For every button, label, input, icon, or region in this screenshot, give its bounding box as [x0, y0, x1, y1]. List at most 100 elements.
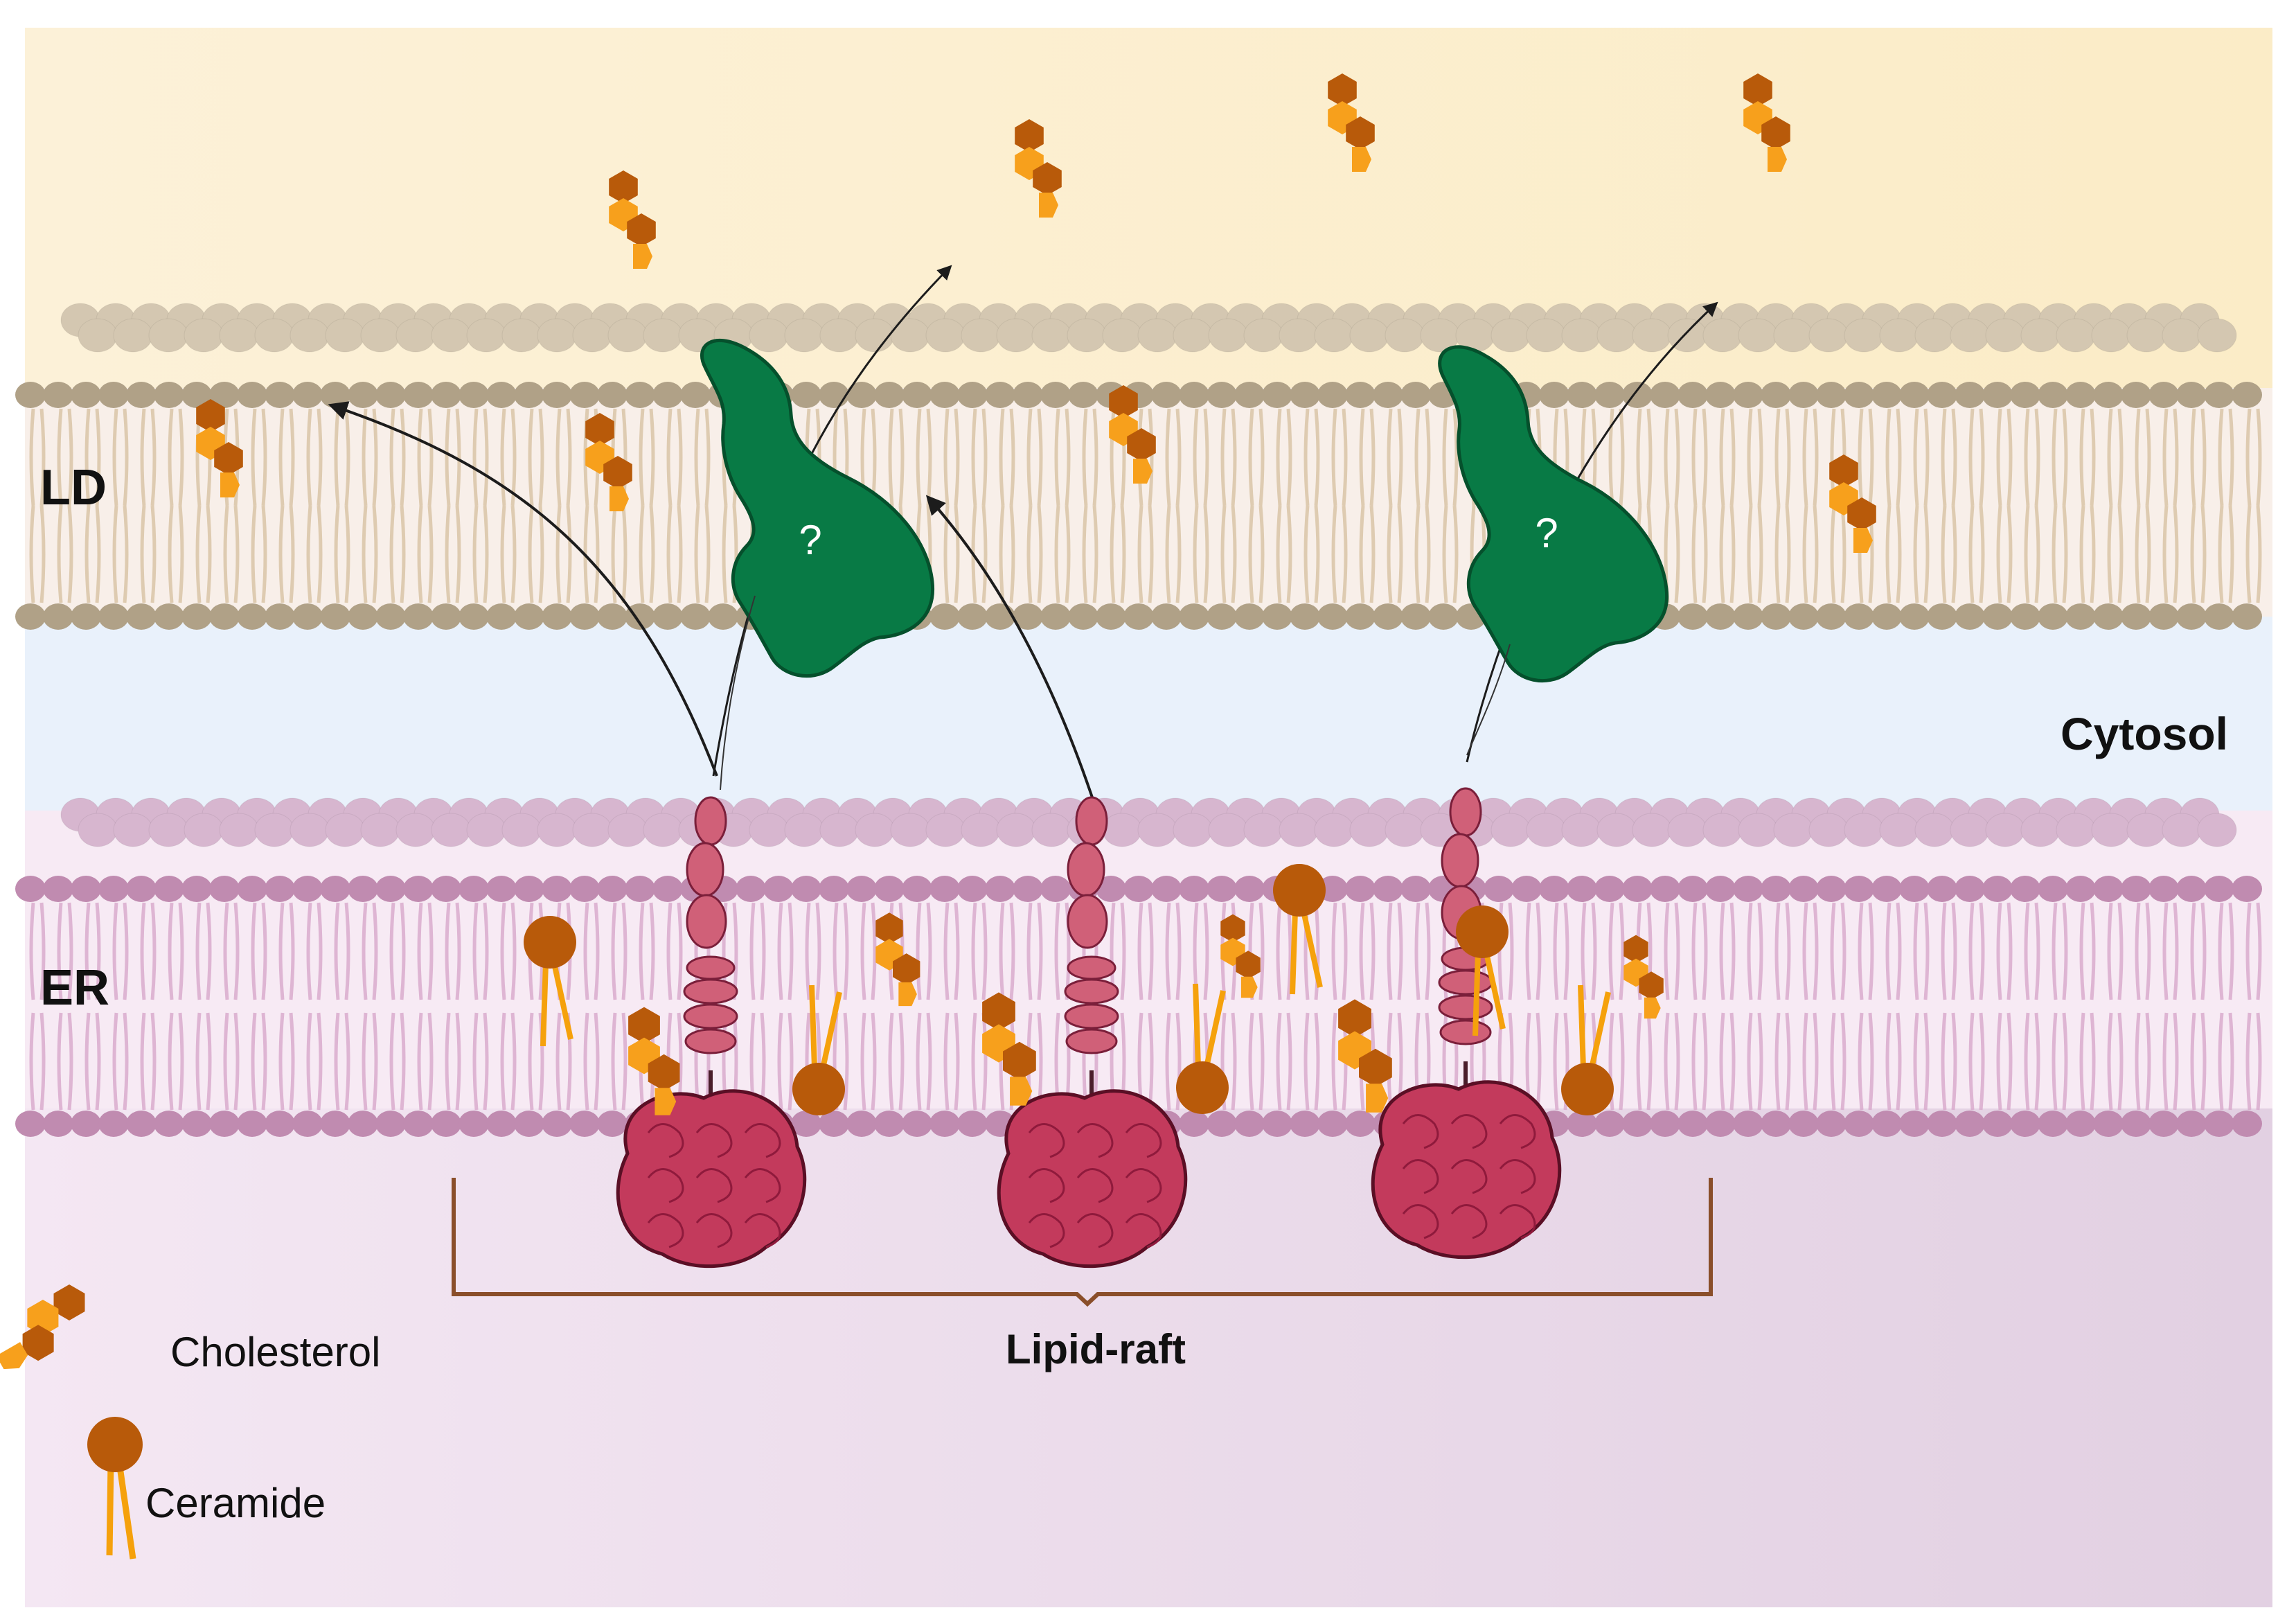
- lipid-raft-label: Lipid-raft: [1006, 1326, 1186, 1372]
- lipid-head: [375, 382, 406, 408]
- receptor-fold: [1450, 1159, 1488, 1194]
- lipid-head: [1844, 603, 1874, 630]
- lipid-head: [154, 876, 184, 902]
- receptor-domain: [1067, 842, 1105, 897]
- receptor-domain: [686, 842, 724, 897]
- lipid-head: [1705, 382, 1736, 408]
- lipid-head: [1650, 876, 1680, 902]
- lipid-head: [1879, 318, 1919, 353]
- lipid-head: [1816, 876, 1846, 902]
- receptor-fold: [1125, 1213, 1162, 1248]
- lipid-head: [43, 382, 73, 408]
- lipid-head: [501, 318, 542, 353]
- cholesterol-ring: [628, 1007, 660, 1044]
- lipid-head: [348, 1111, 378, 1137]
- lipid-head: [1137, 318, 1177, 353]
- lipid-head: [43, 876, 73, 902]
- legend: [0, 1284, 143, 1559]
- lipid-head: [1068, 603, 1098, 630]
- lipid-head: [154, 603, 184, 630]
- receptor-domain: [1067, 894, 1108, 949]
- lipid-head: [459, 876, 489, 902]
- lipid-head: [2232, 876, 2262, 902]
- lipid-head: [514, 876, 544, 902]
- cholesterol-ring: [53, 1284, 85, 1320]
- cholesterol-ring: [1109, 385, 1138, 418]
- receptor-domain: [1438, 994, 1493, 1020]
- lipid-head: [1243, 318, 1283, 353]
- lipid-head: [237, 876, 267, 902]
- receptor: [997, 796, 1188, 1269]
- lipid-head: [902, 1111, 932, 1137]
- lipid-head: [1314, 813, 1354, 847]
- lipid-head: [1914, 813, 1955, 847]
- lipid-head: [348, 876, 378, 902]
- lipid-head: [431, 813, 471, 847]
- lipid-head: [2065, 603, 2096, 630]
- lipid-head: [1031, 318, 1071, 353]
- lipid-head: [1137, 813, 1177, 847]
- lipid-head: [1955, 1111, 1985, 1137]
- lipid-head: [1594, 876, 1625, 902]
- lipid-head: [1013, 603, 1043, 630]
- ceramide-icon: [792, 984, 845, 1115]
- cholesterol-ring: [627, 213, 656, 247]
- lipid-head: [1179, 876, 1209, 902]
- lipid-head: [1373, 382, 1403, 408]
- lipid-head: [148, 813, 188, 847]
- lipid-head: [1040, 603, 1071, 630]
- lipid-head: [15, 603, 46, 630]
- lipid-head: [403, 1111, 434, 1137]
- lipid-head: [1345, 876, 1376, 902]
- lipid-head: [1373, 603, 1403, 630]
- lipid-head: [1808, 813, 1849, 847]
- lipid-head: [1317, 603, 1348, 630]
- ceramide-tail: [1301, 910, 1323, 988]
- lipid-head: [98, 876, 129, 902]
- lipid-head: [184, 813, 224, 847]
- lipid-head: [2121, 382, 2151, 408]
- receptor-domain: [694, 796, 727, 846]
- lipid-head: [1914, 318, 1955, 353]
- lipid-head: [1345, 1111, 1376, 1137]
- lipid-head: [348, 382, 378, 408]
- lipid-head: [1594, 382, 1625, 408]
- cholesterol-icon: [1623, 935, 1664, 1019]
- lipid-head: [2065, 876, 2096, 902]
- lipid-head: [1279, 813, 1319, 847]
- lipid-head: [2148, 382, 2179, 408]
- lipid-head: [1879, 813, 1919, 847]
- cholesterol-icon: [1220, 914, 1261, 998]
- cholesterol-ring: [1761, 116, 1790, 150]
- lipid-head: [1788, 1111, 1819, 1137]
- lipid-head: [1927, 603, 1957, 630]
- lipid-head: [1123, 603, 1154, 630]
- receptor-domain: [1065, 1028, 1118, 1054]
- lipid-head: [265, 1111, 295, 1137]
- lipid-head: [1385, 318, 1425, 353]
- lipid-head: [292, 1111, 323, 1137]
- lipid-head: [2091, 318, 2131, 353]
- lipid-head: [1490, 318, 1531, 353]
- lipid-head: [431, 1111, 461, 1137]
- receptor-domain: [1067, 955, 1116, 980]
- lipid-head: [1526, 813, 1566, 847]
- lipid-head: [1539, 876, 1569, 902]
- lipid-head: [1844, 318, 1884, 353]
- receptor-fold: [1076, 1213, 1114, 1248]
- cholesterol-ring: [648, 1054, 680, 1091]
- lipid-head: [181, 382, 212, 408]
- lipid-head: [2121, 876, 2151, 902]
- receptor-fold: [1450, 1114, 1488, 1149]
- cytosol-background: [25, 610, 2272, 831]
- lipid-head: [572, 813, 612, 847]
- lipid-head: [1207, 382, 1237, 408]
- lipid-head: [15, 876, 46, 902]
- lipid-head: [2176, 876, 2207, 902]
- lipid-head: [680, 382, 711, 408]
- lipid-head: [1400, 876, 1431, 902]
- lipid-head: [126, 603, 157, 630]
- lipid-head: [1982, 603, 2013, 630]
- cholesterol-ring: [1338, 999, 1371, 1038]
- lipid-head: [1151, 876, 1182, 902]
